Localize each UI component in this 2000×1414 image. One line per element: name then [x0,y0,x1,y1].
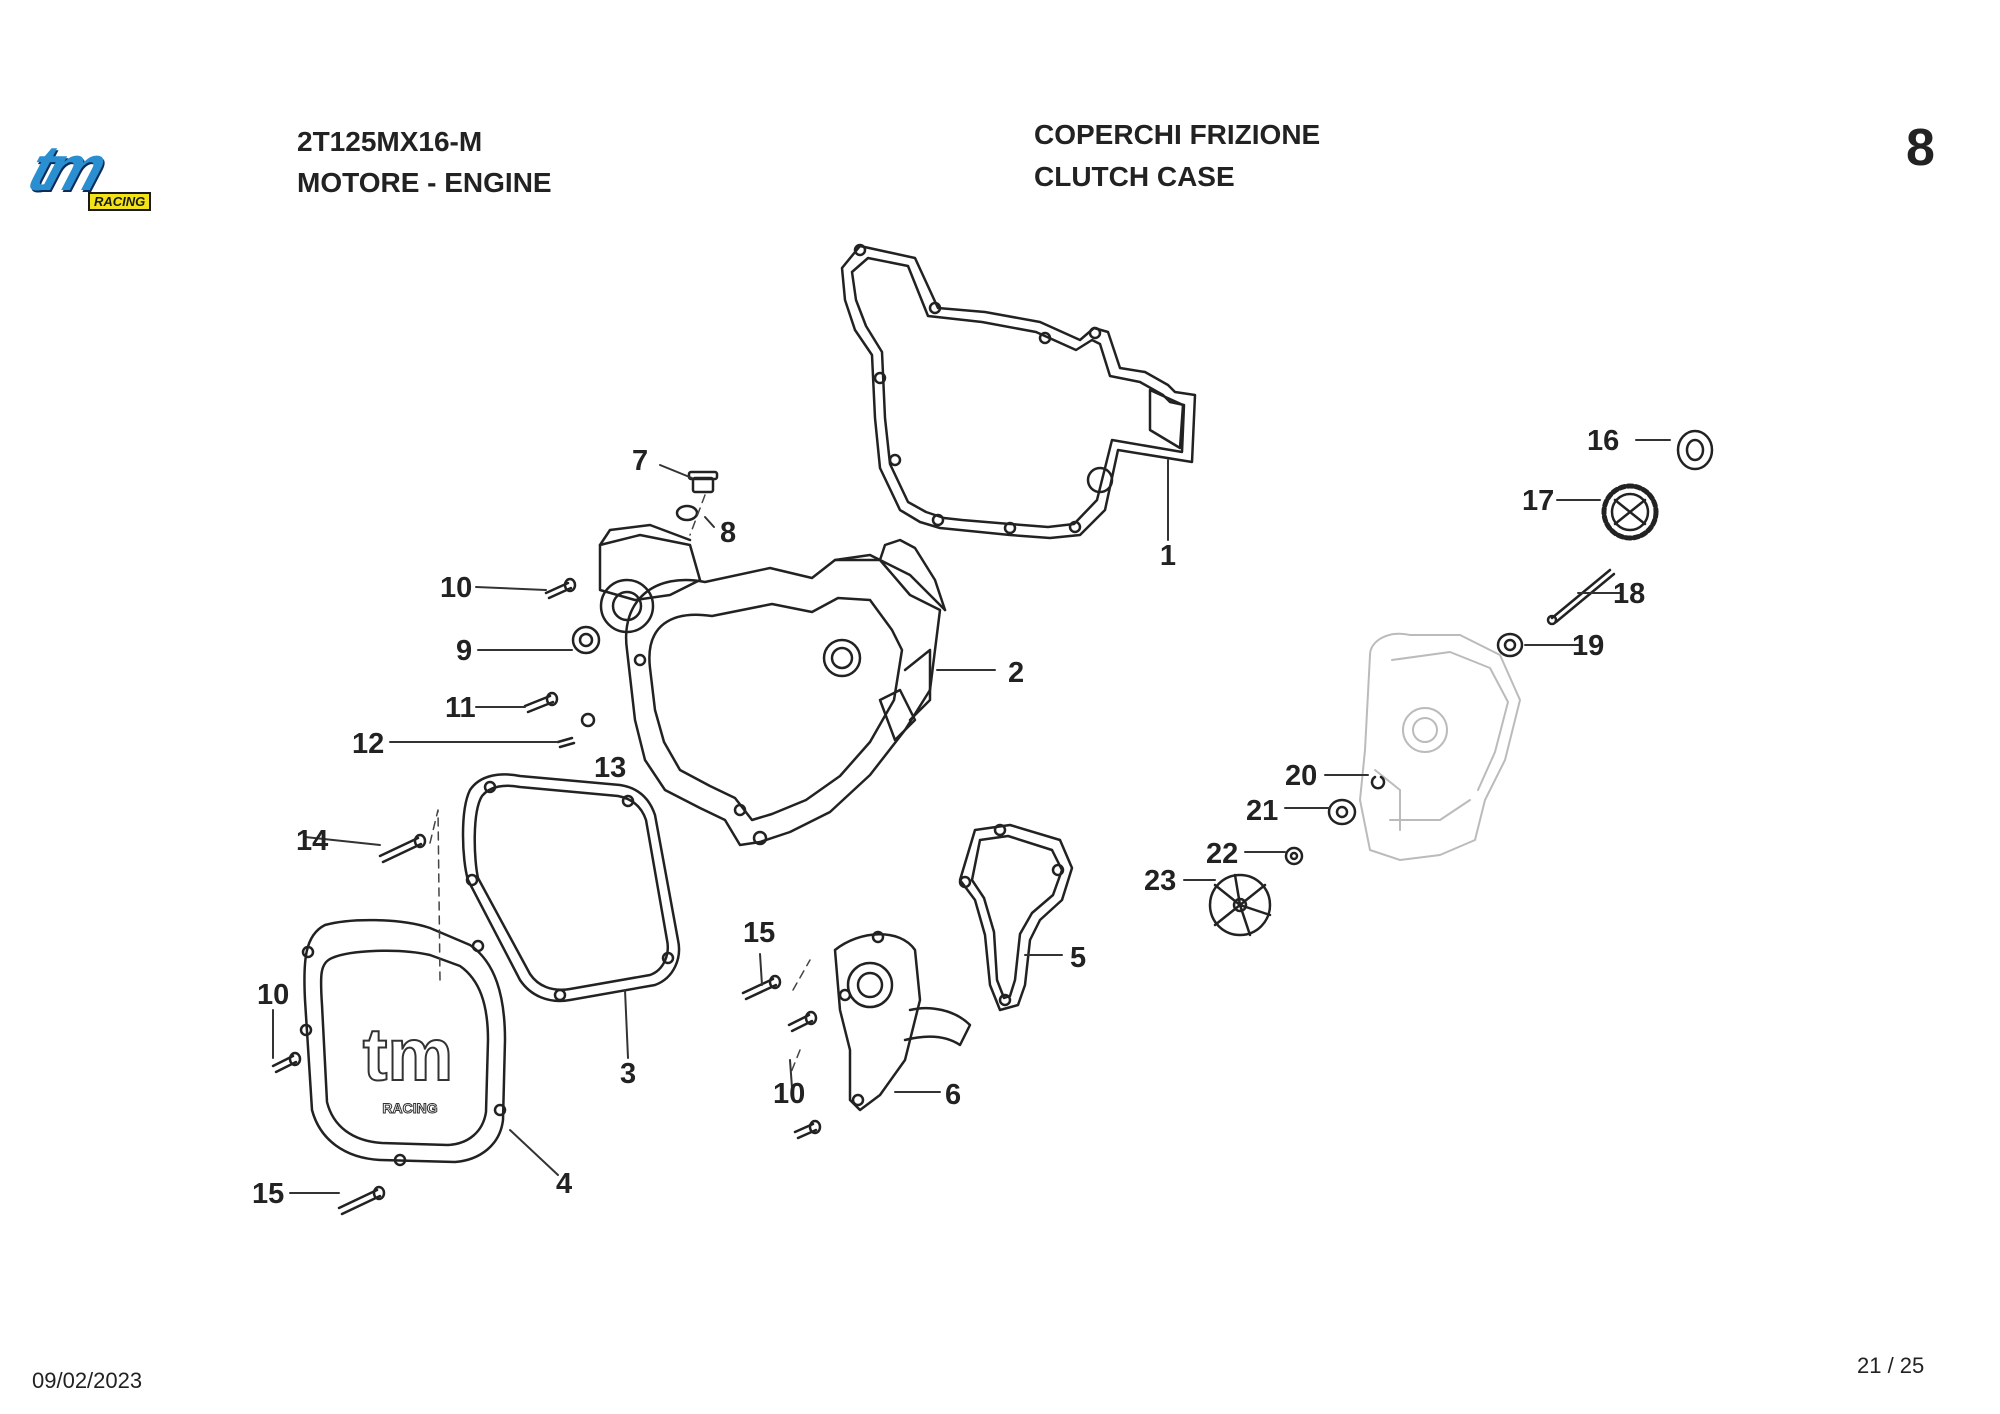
logo-sub: RACING [88,192,152,211]
part-22-nut [1284,846,1304,866]
part-3-cover-gasket [461,773,681,1003]
part-8-washer [675,504,699,522]
callout-2: 2 [1008,657,1024,689]
cover-emblem-tm: tm [363,1013,453,1096]
callout-4: 4 [556,1168,572,1200]
cover-emblem-sub: RACING [382,1100,437,1116]
callout-7: 7 [632,445,648,477]
part-23-impeller [1208,873,1272,937]
part-20-circlip [1370,775,1386,790]
callout-10-cover: 10 [257,979,289,1011]
callout-6: 6 [945,1079,961,1111]
group-title: MOTORE - ENGINE [297,167,552,198]
part-18-shaft [1546,568,1616,626]
callout-19: 19 [1572,630,1604,662]
part-4-clutch-cover [299,918,507,1167]
callout-22: 22 [1206,838,1238,870]
callout-20: 20 [1285,760,1317,792]
part-16-bearing [1676,429,1714,471]
part-9-seal [571,625,601,655]
callout-18: 18 [1613,578,1645,610]
part-crankcase-faded [1359,632,1521,861]
part-6-pump-cover [833,930,972,1112]
model-code: 2T125MX16-M [297,126,483,157]
callout-17: 17 [1522,485,1554,517]
callout-14: 14 [296,825,328,857]
callout-9: 9 [456,635,472,667]
callout-13: 13 [594,752,626,784]
callout-11: 11 [445,692,476,724]
part-7-plug [687,470,719,494]
footer-date: 09/02/2023 [32,1368,143,1393]
part-2-clutch-case [598,523,947,847]
callout-10-top: 10 [440,572,472,604]
callout-1: 1 [1160,540,1176,572]
section-title-en: CLUTCH CASE [1034,161,1235,192]
callout-23: 23 [1144,865,1176,897]
callout-16: 16 [1587,425,1619,457]
part-17-gear [1601,483,1659,541]
part-21-bearing [1327,798,1357,826]
table-number: 8 [1906,119,1935,177]
section-title-it: COPERCHI FRIZIONE [1034,119,1321,150]
callout-5: 5 [1070,942,1086,974]
callout-8: 8 [720,517,736,549]
part-1-gasket [840,243,1197,540]
callout-3: 3 [620,1058,636,1090]
screws [271,577,822,1216]
part-5-pump-gasket [958,823,1074,1012]
callout-15-cover: 15 [252,1178,284,1210]
callout-21: 21 [1246,795,1278,827]
callout-15-pump: 15 [743,917,775,949]
part-19-seal [1496,632,1524,658]
tm-racing-logo: tm RACING [20,132,198,212]
footer-page: 21 / 25 [1857,1353,1925,1378]
callout-10-pump: 10 [773,1078,805,1110]
callout-12: 12 [352,728,384,760]
